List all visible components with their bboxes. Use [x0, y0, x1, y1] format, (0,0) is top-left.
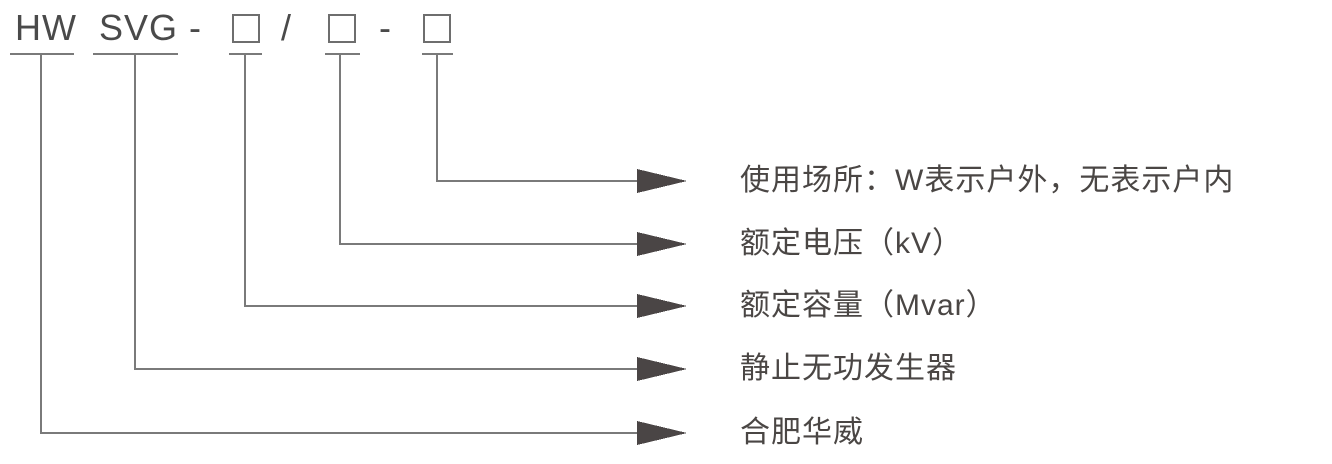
- placeholder-box-capacity: [232, 14, 260, 43]
- code-separator-dash2: -: [379, 7, 392, 48]
- code-segment-svg: SVG: [99, 7, 179, 48]
- callout-line-box1: [244, 54, 637, 307]
- callout-label-static-var-generator: 静止无功发生器: [740, 352, 957, 385]
- callout-label-rated-capacity: 额定容量（Mvar）: [740, 289, 997, 322]
- arrow-right-icon: [637, 421, 687, 445]
- code-separator-dash: -: [189, 7, 202, 48]
- placeholder-box-voltage: [328, 14, 356, 43]
- placeholder-box-location: [423, 14, 451, 43]
- code-separator-slash: /: [281, 7, 293, 48]
- callout-label-rated-voltage: 额定电压（kV）: [740, 227, 964, 260]
- code-segment-hw: HW: [15, 7, 77, 48]
- callout-line-hw: [40, 54, 637, 434]
- arrow-right-icon: [637, 357, 687, 381]
- callout-line-svg: [134, 54, 637, 370]
- arrow-right-icon: [637, 294, 687, 318]
- callout-label-usage-location: 使用场所：W表示户外，无表示户内: [740, 164, 1235, 197]
- arrow-right-icon: [637, 169, 687, 193]
- callout-line-box3: [436, 54, 637, 182]
- callout-line-box2: [339, 54, 637, 245]
- arrow-right-icon: [637, 232, 687, 256]
- callout-label-hefei-huawei: 合肥华威: [740, 416, 864, 449]
